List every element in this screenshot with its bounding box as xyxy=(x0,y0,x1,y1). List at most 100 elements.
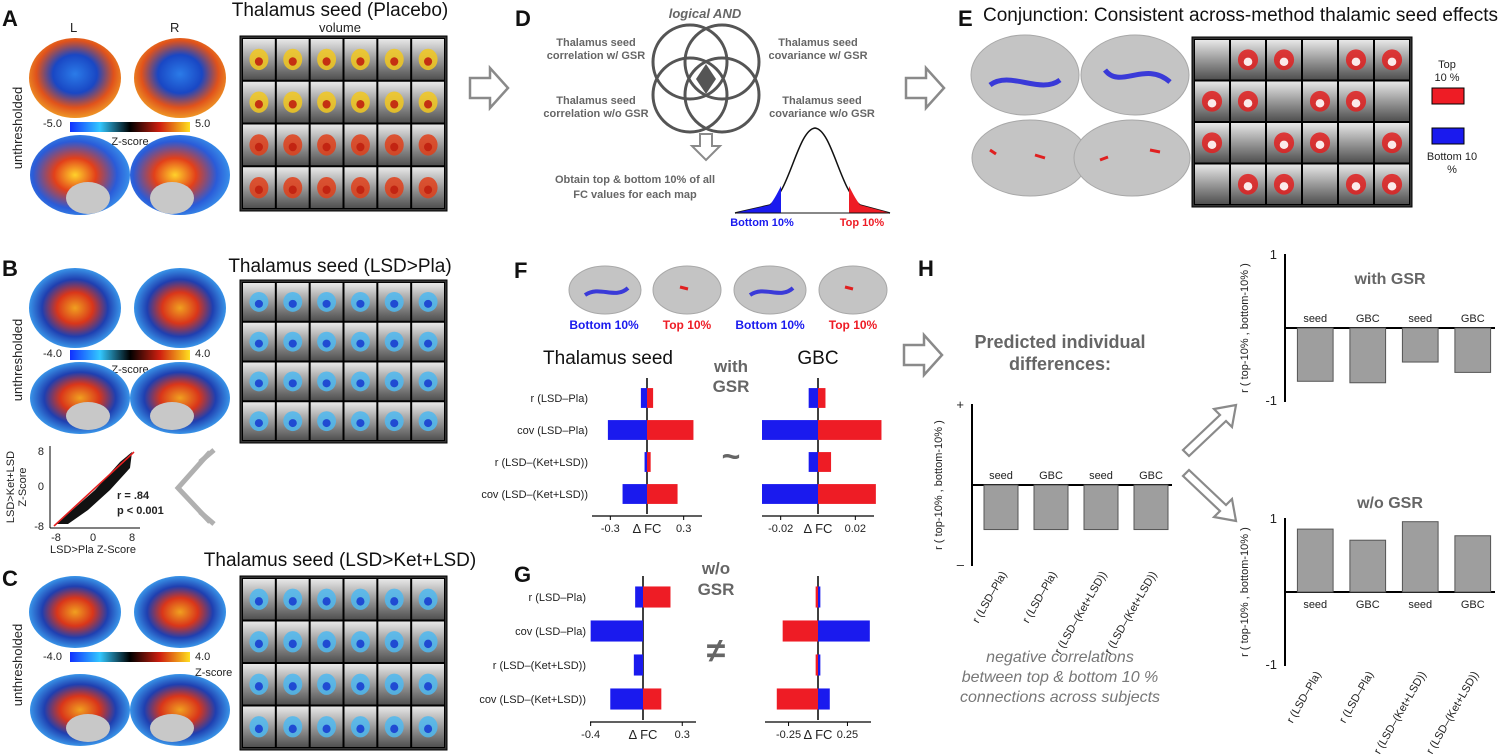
unthresholded-label-a: unthresholded xyxy=(10,87,25,169)
activation-core xyxy=(424,639,433,649)
x-tick-label: 0.02 xyxy=(845,523,866,535)
activation-core xyxy=(254,339,263,348)
bar-negative xyxy=(635,586,643,608)
conj-slice-grid xyxy=(1194,39,1410,205)
venn-tr-line2: covariance w/ GSR xyxy=(768,50,867,62)
venn-circle-4 xyxy=(683,56,761,134)
activation-core xyxy=(356,379,365,388)
category-label: cov (LSD–Pla) xyxy=(515,626,586,638)
slice-grid-a xyxy=(242,38,445,209)
panel-d-label: D xyxy=(515,6,531,31)
bar-positive xyxy=(818,452,832,472)
y-tick-bottom: -1 xyxy=(1265,393,1277,408)
activation-core xyxy=(424,339,433,348)
f-bottom-label-2: Bottom 10% xyxy=(735,318,805,332)
activation-core xyxy=(288,57,297,66)
activation-core xyxy=(254,299,263,308)
activation-core xyxy=(254,597,263,606)
panel-c-title: Thalamus seed (LSD>Ket+LSD) xyxy=(204,550,476,571)
venn-br-line2: covariance w/o GSR xyxy=(769,108,875,120)
colorbar-label-c: Z-score xyxy=(195,667,232,679)
tilde-symbol: ~ xyxy=(722,438,741,474)
legend-bottom-line1: Bottom 10 xyxy=(1427,151,1477,163)
scatter-xtick-right: 8 xyxy=(129,532,135,544)
bar xyxy=(983,484,1019,531)
activation-core xyxy=(1279,182,1289,191)
x-axis-title: Δ FC xyxy=(804,521,833,536)
activation-core xyxy=(1387,57,1397,66)
activation-core xyxy=(322,419,331,428)
activation-core xyxy=(424,597,433,606)
arrow-down-right-icon xyxy=(1181,468,1238,523)
activation-core xyxy=(288,597,297,606)
panel-f: F Bottom 10% Top 10% Bottom 10% Top 10% … xyxy=(481,258,888,536)
category-label: r (LSD–(Ket+LSD)) xyxy=(1424,670,1481,756)
scatter-ytick-mid: 0 xyxy=(38,481,44,493)
panel-b: B unthresholded -4.0 4.0 Z-score Thalamu… xyxy=(2,256,452,556)
group-label: GBC xyxy=(1039,470,1063,482)
activation-core xyxy=(390,185,399,195)
activation-core xyxy=(1207,99,1217,108)
bar-negative xyxy=(782,620,818,642)
logical-and-label: logical AND xyxy=(669,6,742,21)
activation-core xyxy=(424,379,433,388)
activation-core xyxy=(254,639,263,649)
category-label: cov (LSD–(Ket+LSD)) xyxy=(479,694,586,706)
bar-positive xyxy=(818,420,882,440)
bar xyxy=(1454,535,1492,593)
bar xyxy=(1349,539,1387,593)
activation-core xyxy=(1243,57,1253,66)
activation-core xyxy=(1387,140,1397,149)
panel-h: H Predicted individual differences: nega… xyxy=(918,247,1495,756)
scatter-ytick-top: 8 xyxy=(38,446,44,458)
bar xyxy=(1296,528,1334,593)
activation-core xyxy=(322,724,331,734)
activation-core xyxy=(288,185,297,195)
f-brain-2-blob xyxy=(679,285,689,291)
panel-b-title: Thalamus seed (LSD>Pla) xyxy=(228,256,451,277)
activation-core xyxy=(390,379,399,388)
conj-blue-blob-1 xyxy=(988,77,1062,88)
activation-core xyxy=(254,185,263,195)
category-label: r (LSD–(Ket+LSD)) xyxy=(493,660,586,672)
conj-blue-blob-2 xyxy=(1103,68,1172,84)
predicted-line2: differences: xyxy=(1009,354,1111,374)
bar xyxy=(1349,327,1387,384)
panel-e: E Conjunction: Consistent across-method … xyxy=(958,5,1498,208)
category-label: r (LSD–Pla) xyxy=(529,592,586,604)
obtain-line1: Obtain top & bottom 10% of all xyxy=(555,174,715,186)
activation-core xyxy=(424,99,433,109)
activation-core xyxy=(1279,57,1289,66)
predicted-line1: Predicted individual xyxy=(974,332,1145,352)
bar-negative xyxy=(633,654,643,676)
panel-h-label: H xyxy=(918,256,934,281)
brain-slice xyxy=(1195,164,1229,204)
activation-core xyxy=(254,379,263,388)
scatter-ylabel-line2: Z-Score xyxy=(17,467,29,506)
activation-core xyxy=(288,639,297,649)
brain-slice xyxy=(1375,81,1409,121)
activation-core xyxy=(356,682,365,691)
venn-br-line1: Thalamus seed xyxy=(782,95,861,107)
colorbar-label-b: Z-score xyxy=(111,364,148,376)
x-tick-label: -0.3 xyxy=(601,523,620,535)
conj-brain-lateral-left xyxy=(970,34,1080,116)
brain-lateral-right-a xyxy=(134,38,226,118)
activation-core xyxy=(424,57,433,66)
activation-core xyxy=(1243,182,1253,191)
legend-top-line1: Top xyxy=(1438,59,1456,71)
bell-bottom-label: Bottom 10% xyxy=(730,217,794,229)
bar-positive xyxy=(818,688,830,710)
chart-g-seed: r (LSD–Pla) cov (LSD–Pla) r (LSD–(Ket+LSD)… xyxy=(479,576,696,742)
venn-bl-line1: Thalamus seed xyxy=(556,95,635,107)
g-gsr-line2: GSR xyxy=(698,580,735,599)
activation-core xyxy=(322,299,331,308)
activation-core xyxy=(1351,182,1361,191)
slice-grid-c xyxy=(242,578,445,748)
scatter-ytick-bot: -8 xyxy=(34,521,44,533)
subplot-title: with GSR xyxy=(1353,271,1426,288)
colorbar-min-b: -4.0 xyxy=(43,348,62,360)
scatter-ylabel-line1: LSD>Ket+LSD xyxy=(5,451,17,523)
legend-top-line2: 10 % xyxy=(1434,72,1459,84)
